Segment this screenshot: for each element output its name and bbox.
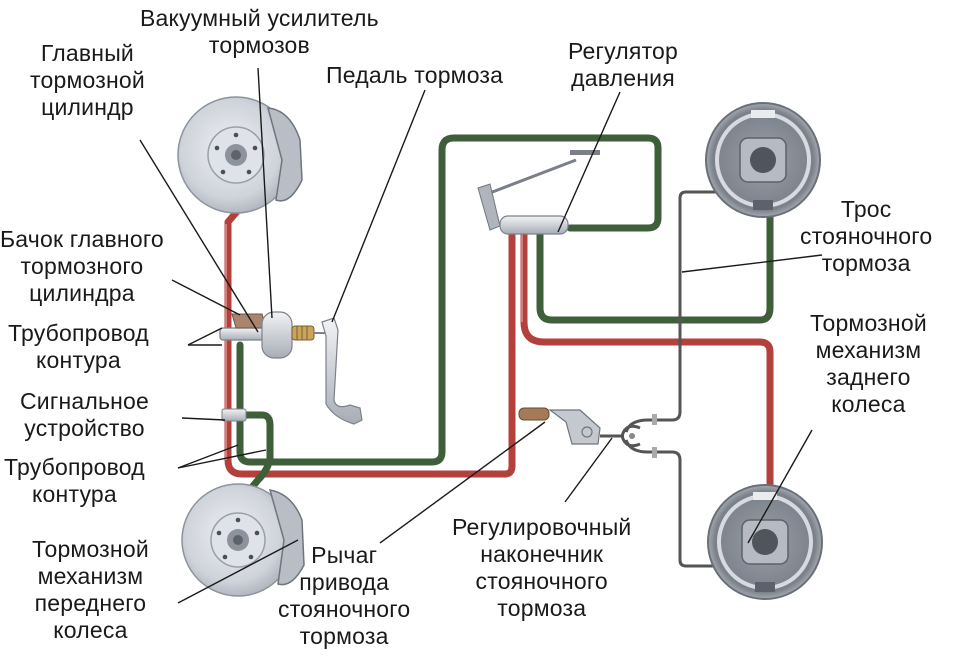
label-line: Бачок главного — [0, 226, 164, 252]
signal-device — [221, 408, 247, 422]
label-line: Тормозной — [810, 310, 927, 336]
rear-upper-drum-brake — [705, 102, 821, 218]
green-brake-circuit — [236, 134, 774, 496]
leader-circuit-bottom-b — [177, 449, 267, 469]
parking-cable — [600, 190, 720, 568]
label-line: тормоза — [821, 250, 911, 276]
red-brake-circuit — [224, 204, 774, 494]
parking-lever — [518, 407, 601, 445]
label-signal-device: Сигнальное устройство — [20, 388, 149, 442]
label-line: привода — [299, 569, 390, 595]
leader-master-cylinder — [139, 139, 259, 333]
leader-circuit-top-a — [187, 327, 223, 346]
label-line: стояночного — [800, 223, 933, 249]
label-line: Трубопровод — [8, 320, 149, 346]
label-line: Главный — [40, 40, 134, 66]
label-circuit-pipe-bottom: Трубопровод контура — [4, 454, 145, 508]
label-line: Регулировочный — [452, 514, 632, 540]
label-line: колеса — [831, 391, 906, 417]
leader-parking-lever — [379, 421, 546, 544]
label-adjusting-tip: Регулировочный наконечник стояночного то… — [452, 514, 631, 622]
label-master-cylinder: Главный тормозной цилиндр — [30, 40, 145, 121]
label-line: переднего — [34, 590, 147, 616]
label-line: тормоза — [497, 595, 587, 621]
label-line: цилиндра — [29, 280, 135, 306]
leader-lines — [139, 67, 823, 604]
leader-front-brake — [177, 539, 299, 604]
label-front-brake: Тормозной механизм переднего колеса — [32, 536, 149, 644]
label-line: тормозов — [208, 32, 310, 58]
red-pipe-front-left — [224, 204, 516, 478]
leader-circuit-bottom-a — [177, 444, 239, 469]
leader-brake-pedal — [331, 89, 426, 323]
red-pipe-rear-right — [520, 228, 774, 494]
label-line: Трос — [840, 196, 892, 222]
label-line: Педаль тормоза — [326, 62, 504, 88]
leader-vacuum-booster — [257, 67, 273, 319]
label-brake-pedal: Педаль тормоза — [326, 62, 503, 89]
label-line: Вакуумный усилитель — [140, 5, 379, 31]
label-line: механизм — [815, 337, 922, 363]
master-cylinder — [219, 327, 269, 341]
label-line: Тормозной — [32, 536, 149, 562]
label-line: цилиндр — [41, 94, 134, 120]
label-line: Рычаг — [311, 542, 378, 568]
label-line: контура — [36, 347, 121, 373]
leader-parking-cable — [681, 254, 823, 273]
label-vacuum-booster: Вакуумный усилитель тормозов — [140, 5, 379, 59]
label-line: Регулятор — [568, 38, 679, 64]
label-line: тормозной — [30, 67, 145, 93]
label-line: колеса — [53, 617, 128, 643]
green-pipe-front-right — [238, 411, 274, 496]
leader-rear-brake — [747, 429, 813, 544]
label-reservoir: Бачок главного тормозного цилиндра — [0, 226, 164, 307]
leader-adjusting-tip — [564, 437, 613, 503]
leader-signal-device — [181, 417, 226, 421]
label-line: контура — [32, 481, 117, 507]
label-line: Трубопровод — [4, 454, 145, 480]
master-cylinder-assembly — [219, 311, 326, 359]
green-pipe-main — [236, 134, 662, 466]
label-circuit-pipe-top: Трубопровод контура — [8, 320, 149, 374]
label-parking-cable: Трос стояночного тормоза — [800, 196, 932, 277]
brake-pedal — [321, 317, 363, 425]
label-line: стояночного — [475, 568, 608, 594]
leader-pressure-regulator — [557, 91, 621, 233]
label-line: Сигнальное — [20, 388, 150, 414]
label-line: тормозного — [20, 253, 144, 279]
label-line: наконечник — [480, 541, 604, 567]
green-pipe-rear-left — [536, 211, 774, 324]
vacuum-booster — [261, 311, 293, 359]
pressure-regulator — [477, 150, 600, 235]
label-rear-brake: Тормозной механизм заднего колеса — [810, 310, 927, 418]
front-lower-disc-brake — [181, 483, 305, 597]
label-line: стояночного — [278, 596, 411, 622]
adjusting-tip — [620, 414, 657, 458]
label-line: заднего — [826, 364, 911, 390]
label-line: давления — [571, 65, 675, 91]
label-pressure-regulator: Регулятор давления — [568, 38, 678, 92]
label-line: тормоза — [299, 623, 389, 649]
label-line: устройство — [24, 415, 145, 441]
label-parking-lever: Рычаг привода стояночного тормоза — [278, 542, 410, 650]
leader-reservoir — [171, 279, 241, 316]
rear-lower-drum-brake — [707, 484, 823, 600]
label-line: механизм — [37, 563, 144, 589]
front-upper-disc-brake — [177, 96, 303, 214]
